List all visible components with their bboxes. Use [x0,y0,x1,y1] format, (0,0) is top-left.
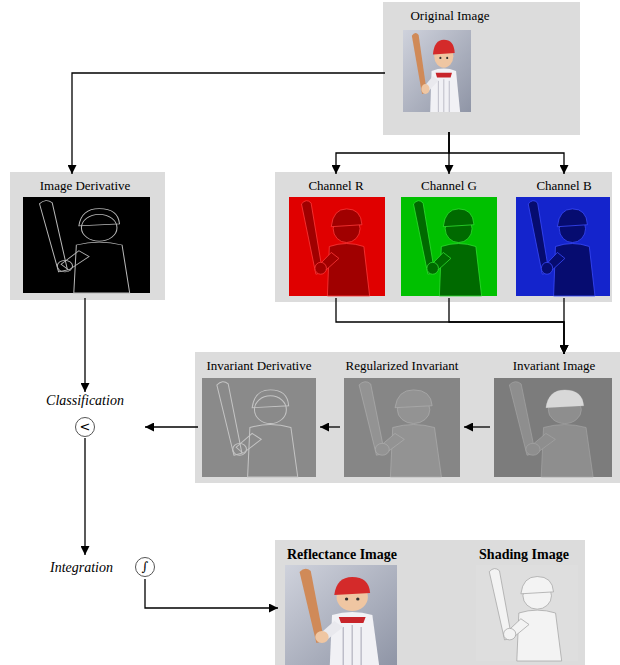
figure [300,569,380,665]
image-panel: Invariant Derivative [198,354,320,480]
panel-title: Invariant Image [513,358,596,374]
operator-symbol: < [75,417,95,437]
regularized-invariant-image [344,378,460,477]
panel-title: Regularized Invariant [346,358,459,374]
shading-image [476,565,578,661]
panel [275,540,585,665]
panel-title: Image Derivative [40,178,131,194]
panel [275,172,612,302]
image-ground [476,565,578,661]
panel-title: Original Image [410,8,489,24]
panel-title: Channel B [536,178,591,194]
panel [195,352,620,483]
image-panel: Channel B [513,174,615,298]
image-ground [23,197,150,293]
panel-title: Invariant Derivative [206,358,311,374]
image-panel: Invariant Image [490,354,618,480]
operator-node: Classification < [25,392,145,438]
photo-ground [403,30,471,112]
flow-arrow [449,132,564,174]
figure [301,201,369,296]
image-ground [401,197,497,296]
image-panel: Image Derivative [10,174,160,298]
flow-arrow [336,298,564,354]
figure-edges [40,201,130,293]
image-ground [202,378,316,477]
derivative-image [23,197,150,293]
invariant-image [494,378,612,477]
image-ground [289,197,385,296]
figure [412,33,460,112]
image-panel: Reflectance Image [278,543,406,663]
figure [528,201,595,296]
photo [403,30,471,112]
image-panel: Original Image [385,4,515,132]
flow-arrow [84,298,85,392]
panel-title: Shading Image [479,547,569,563]
image-ground [516,197,610,296]
channel-r-image [289,197,385,296]
invariant-derivative-image [202,378,316,477]
flow-arrow [145,426,198,427]
panel-title: Reflectance Image [287,547,397,563]
operator-symbol: ∫ [135,557,155,577]
figure-edges [217,382,298,477]
flow-arrow [320,426,340,427]
image-panel: Channel G [398,174,500,298]
figure [359,382,441,477]
photo-ground [285,565,397,665]
panel-title: Channel G [421,178,477,194]
flow-arrow [145,579,278,608]
flow-arrow [336,132,449,174]
image-ground [344,378,460,477]
flow-arrow [72,73,385,174]
image-panel: Channel R [285,174,387,298]
flow-arrow [464,426,490,427]
image-panel: Shading Image [468,543,580,663]
image-panel: Regularized Invariant [340,354,464,480]
image-ground [494,378,612,477]
figure [489,569,561,661]
figure-highlight [546,390,584,408]
step-label: Integration [50,559,113,576]
flow-arrow [563,298,564,354]
channel-b-image [516,197,610,296]
panel [10,172,165,300]
flow-arrow [84,438,85,555]
panel-title: Channel R [308,178,363,194]
flow-arrow [449,298,564,354]
step-label: Classification [46,392,124,409]
channel-g-image [401,197,497,296]
reflectance-photo [285,565,397,665]
panel [383,2,580,135]
figure [413,201,481,296]
operator-node: Integration ∫ [45,555,160,579]
figure [509,382,593,477]
